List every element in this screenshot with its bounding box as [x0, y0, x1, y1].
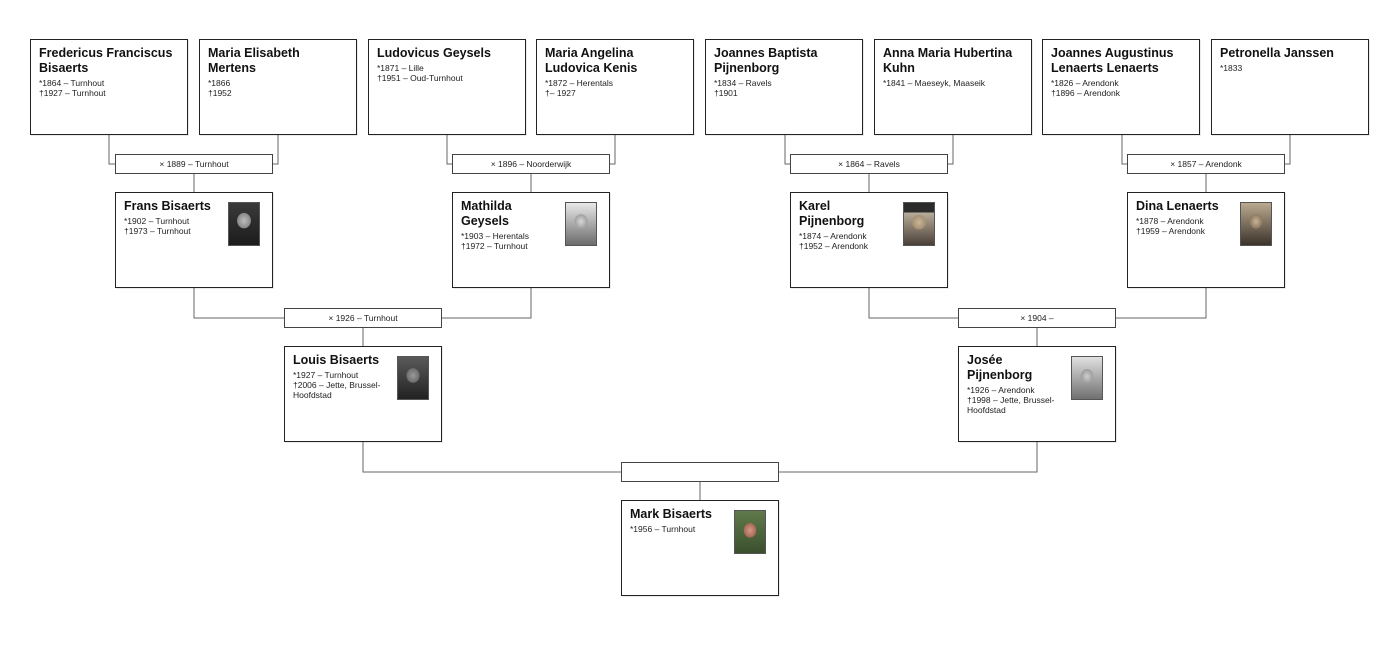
- birth-info: *1956 – Turnhout: [630, 524, 696, 534]
- birth-info: *1927 – Turnhout: [293, 370, 359, 380]
- death-info: †– 1927: [545, 88, 576, 98]
- person-name: Mark Bisaerts: [630, 507, 712, 521]
- person-name: Joannes Baptista Pijnenborg: [714, 46, 818, 75]
- marriage-label: × 1896 – Noorderwijk: [452, 154, 610, 174]
- marriage-label: × 1889 – Turnhout: [115, 154, 273, 174]
- person-card-maria-elisabeth-mertens[interactable]: Maria Elisabeth Mertens *1866 †1952: [199, 39, 357, 135]
- birth-info: *1872 – Herentals: [545, 78, 614, 88]
- portrait-photo: [1240, 202, 1272, 246]
- person-name: Karel Pijnenborg: [799, 199, 865, 228]
- person-card-josee-pijnenborg[interactable]: Josée Pijnenborg *1926 – Arendonk †1998 …: [958, 346, 1116, 442]
- person-card-maria-angelina-kenis[interactable]: Maria Angelina Ludovica Kenis *1872 – He…: [536, 39, 694, 135]
- portrait-photo: [397, 356, 429, 400]
- person-name: Anna Maria Hubertina Kuhn: [883, 46, 1013, 75]
- connector: [609, 134, 616, 165]
- death-info: †1951 – Oud-Turnhout: [377, 73, 463, 83]
- connector: [272, 134, 279, 165]
- birth-info: *1874 – Arendonk: [799, 231, 867, 241]
- person-name: Maria Elisabeth Mertens: [208, 46, 300, 75]
- person-card-petronella-janssen[interactable]: Petronella Janssen *1833: [1211, 39, 1369, 135]
- birth-info: *1826 – Arendonk: [1051, 78, 1119, 88]
- person-name: Dina Lenaerts: [1136, 199, 1219, 213]
- person-card-frans-bisaerts[interactable]: Frans Bisaerts *1902 – Turnhout †1973 – …: [115, 192, 273, 288]
- person-name: Petronella Janssen: [1220, 46, 1334, 60]
- connector: [108, 134, 115, 165]
- person-name: Joannes Augustinus Lenaerts Lenaerts: [1051, 46, 1174, 75]
- death-info: †1896 – Arendonk: [1051, 88, 1121, 98]
- birth-info: *1878 – Arendonk: [1136, 216, 1204, 226]
- person-name: Josée Pijnenborg: [967, 353, 1033, 382]
- person-card-mark-bisaerts[interactable]: Mark Bisaerts *1956 – Turnhout: [621, 500, 779, 596]
- connector: [868, 288, 958, 319]
- person-name: Louis Bisaerts: [293, 353, 380, 367]
- birth-info: *1841 – Maeseyk, Maaseik: [883, 78, 986, 88]
- death-info: †1959 – Arendonk: [1136, 226, 1206, 236]
- marriage-label: × 1904 –: [958, 308, 1116, 328]
- person-name: Fredericus Franciscus Bisaerts: [39, 46, 173, 75]
- death-info: †1952: [208, 88, 232, 98]
- birth-info: *1902 – Turnhout: [124, 216, 190, 226]
- person-card-dina-lenaerts[interactable]: Dina Lenaerts *1878 – Arendonk †1959 – A…: [1127, 192, 1285, 288]
- marriage-label: × 1857 – Arendonk: [1127, 154, 1285, 174]
- connector: [446, 134, 452, 165]
- person-card-joannes-augustinus-lenaerts[interactable]: Joannes Augustinus Lenaerts Lenaerts *18…: [1042, 39, 1200, 135]
- marriage-label: × 1864 – Ravels: [790, 154, 948, 174]
- birth-info: *1871 – Lille: [377, 63, 424, 73]
- portrait-photo: [1071, 356, 1103, 400]
- death-info: †1998 – Jette, Brussel-Hoofdstad: [967, 395, 1055, 415]
- connector: [784, 134, 790, 165]
- marriage-label: [621, 462, 779, 482]
- person-card-ludovicus-geysels[interactable]: Ludovicus Geysels *1871 – Lille †1951 – …: [368, 39, 526, 135]
- death-info: †1901: [714, 88, 738, 98]
- connector: [947, 134, 954, 165]
- person-name: Mathilda Geysels: [461, 199, 512, 228]
- person-card-karel-pijnenborg[interactable]: Karel Pijnenborg *1874 – Arendonk †1952 …: [790, 192, 948, 288]
- person-name: Ludovicus Geysels: [377, 46, 491, 60]
- portrait-photo: [228, 202, 260, 246]
- connector: [1285, 134, 1291, 165]
- connector: [779, 442, 1038, 473]
- person-card-joannes-baptista-pijnenborg[interactable]: Joannes Baptista Pijnenborg *1834 – Rave…: [705, 39, 863, 135]
- connector: [362, 442, 621, 473]
- death-info: †1972 – Turnhout: [461, 241, 528, 251]
- birth-info: *1864 – Turnhout: [39, 78, 105, 88]
- birth-info: *1926 – Arendonk: [967, 385, 1035, 395]
- portrait-photo: [565, 202, 597, 246]
- death-info: †1973 – Turnhout: [124, 226, 191, 236]
- person-card-anna-maria-kuhn[interactable]: Anna Maria Hubertina Kuhn *1841 – Maesey…: [874, 39, 1032, 135]
- birth-info: *1833: [1220, 63, 1243, 73]
- person-name: Frans Bisaerts: [124, 199, 211, 213]
- portrait-photo: [903, 202, 935, 246]
- death-info: †1927 – Turnhout: [39, 88, 106, 98]
- marriage-label: × 1926 – Turnhout: [284, 308, 442, 328]
- birth-info: *1903 – Herentals: [461, 231, 530, 241]
- connector: [1116, 288, 1207, 319]
- death-info: †1952 – Arendonk: [799, 241, 869, 251]
- person-card-fredericus-bisaerts[interactable]: Fredericus Franciscus Bisaerts *1864 – T…: [30, 39, 188, 135]
- connector: [1121, 134, 1127, 165]
- portrait-photo: [734, 510, 766, 554]
- birth-info: *1834 – Ravels: [714, 78, 772, 88]
- person-card-louis-bisaerts[interactable]: Louis Bisaerts *1927 – Turnhout †2006 – …: [284, 346, 442, 442]
- person-name: Maria Angelina Ludovica Kenis: [545, 46, 638, 75]
- birth-info: *1866: [208, 78, 231, 88]
- connector: [442, 288, 532, 319]
- connector: [193, 288, 284, 319]
- death-info: †2006 – Jette, Brussel-Hoofdstad: [293, 380, 381, 400]
- person-card-mathilda-geysels[interactable]: Mathilda Geysels *1903 – Herentals †1972…: [452, 192, 610, 288]
